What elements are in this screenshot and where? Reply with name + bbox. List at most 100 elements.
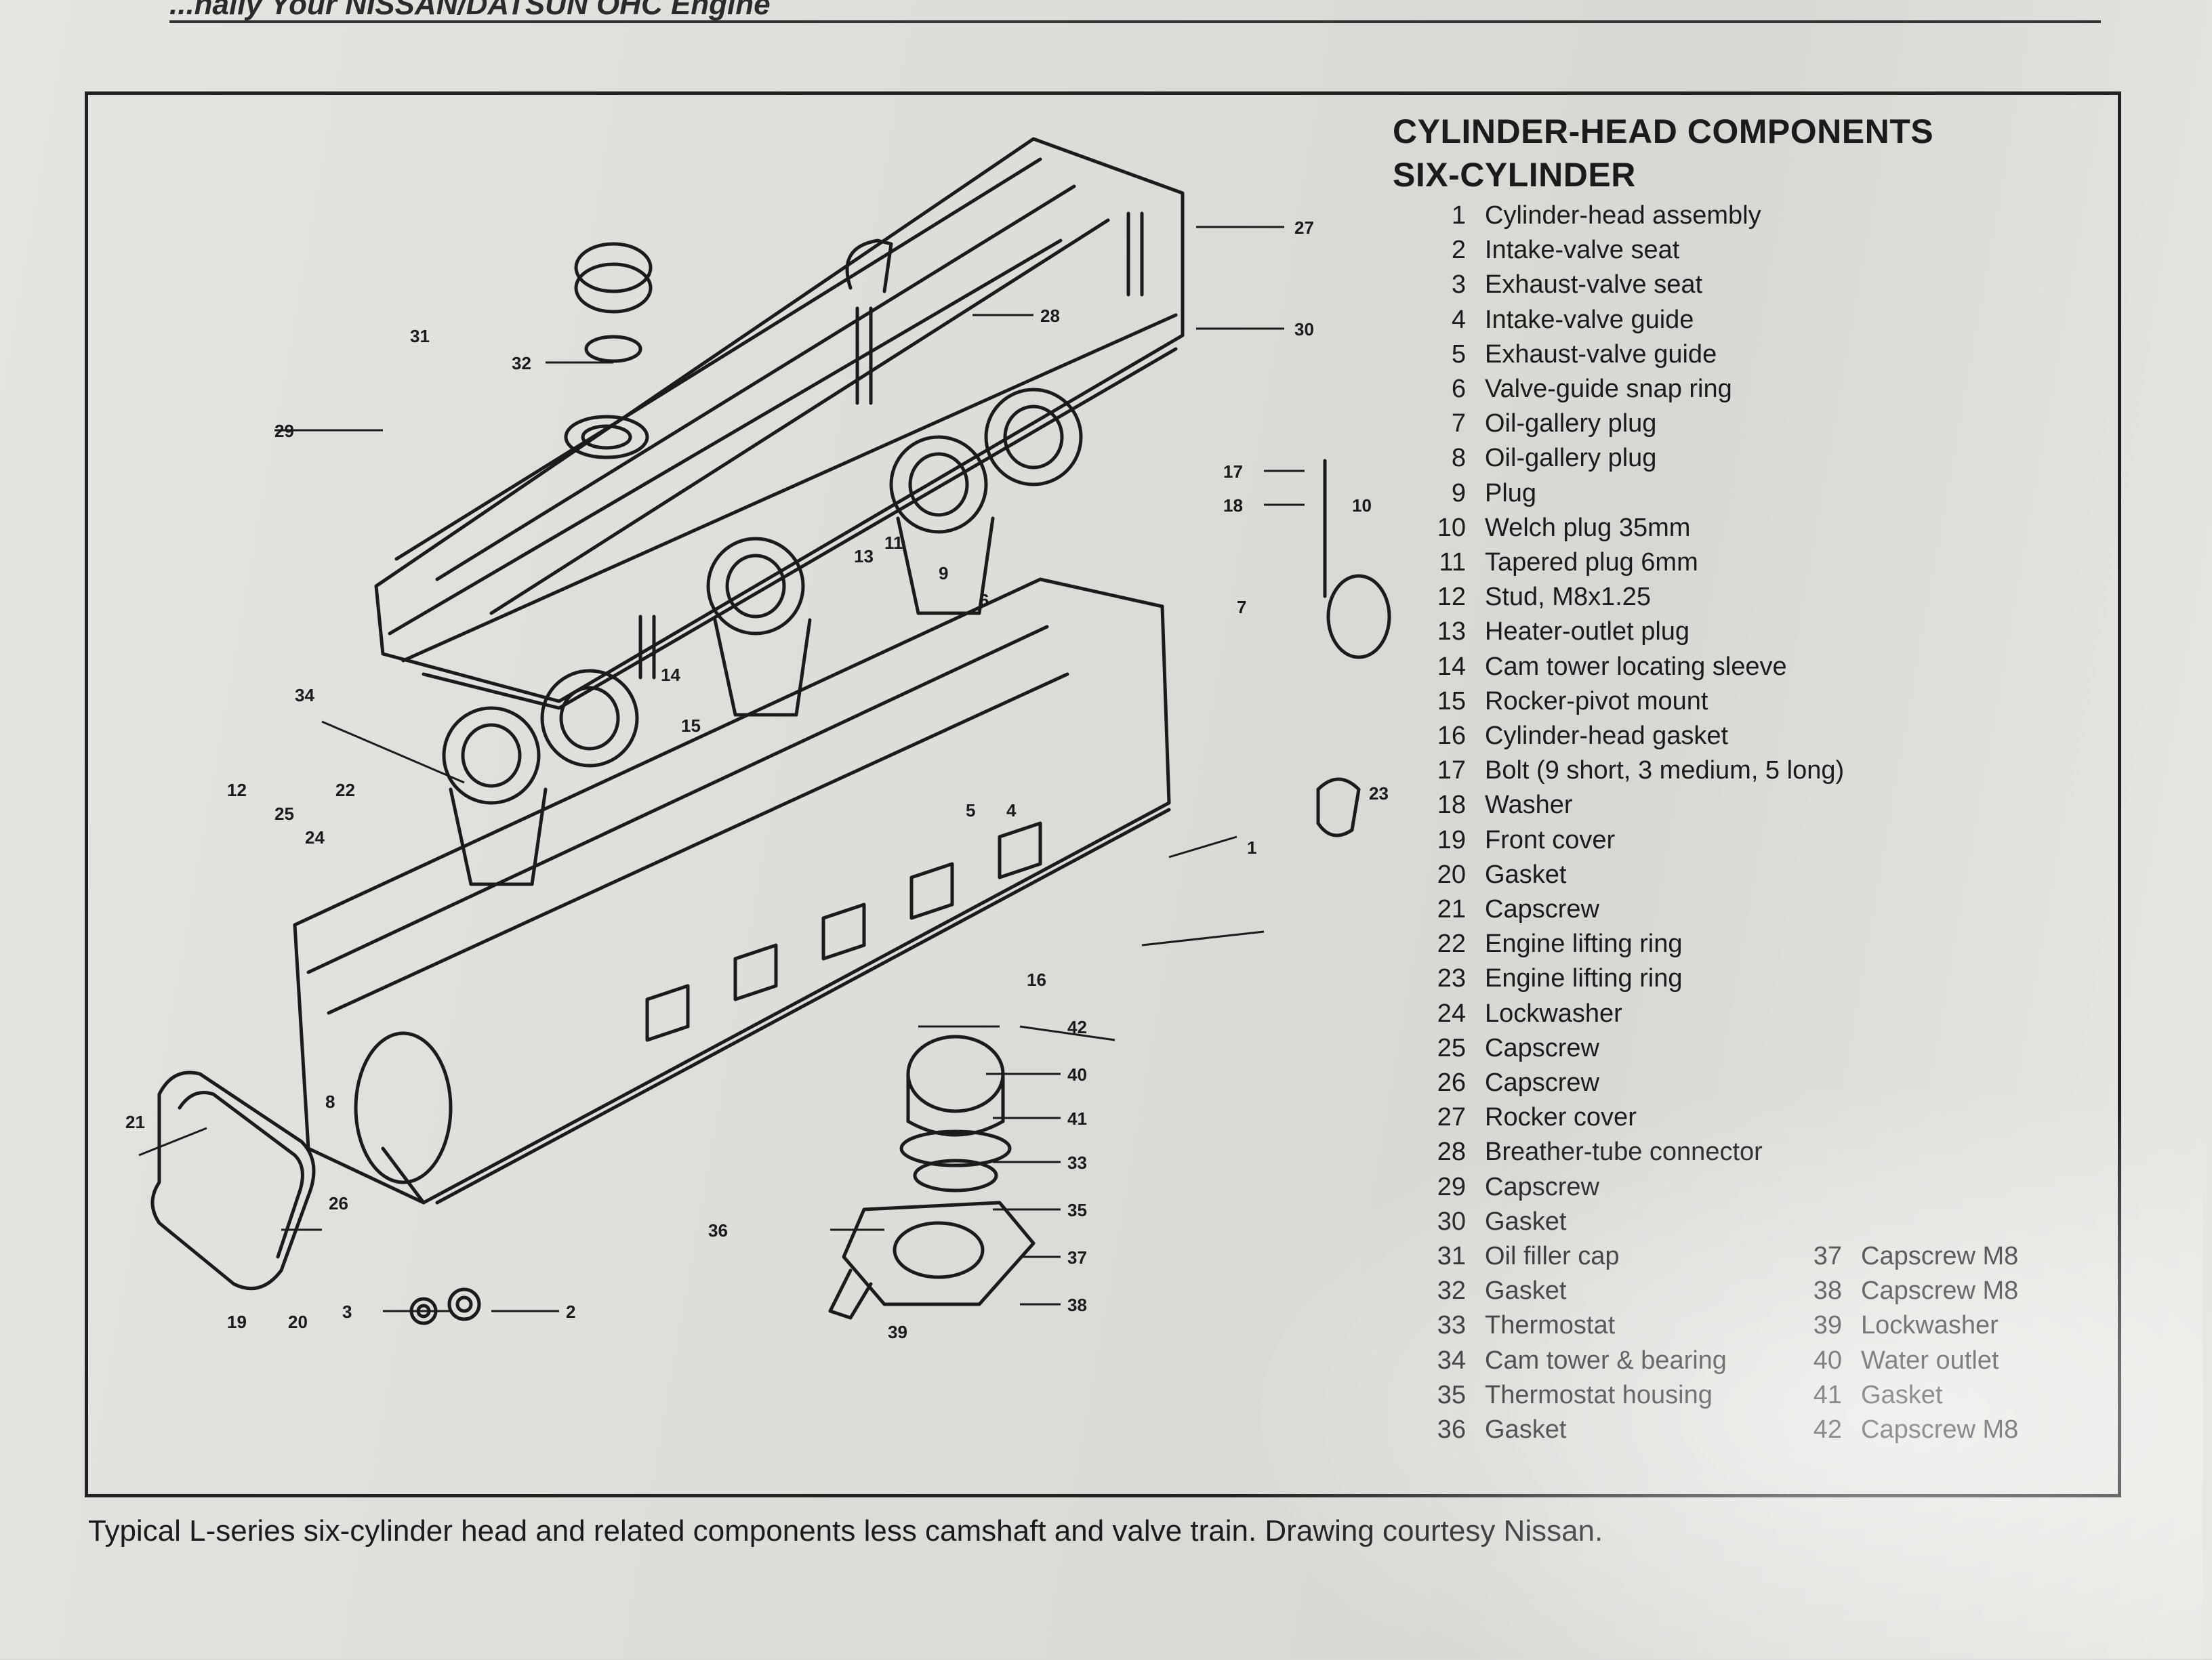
callout-label: 19 <box>227 1312 247 1332</box>
legend-number: 23 <box>1437 964 1466 993</box>
legend-label: Heater-outlet plug <box>1485 617 1690 646</box>
legend-number: 33 <box>1437 1311 1466 1340</box>
legend-item: 4 Intake-valve guide <box>1413 304 1694 335</box>
legend-label: Engine lifting ring <box>1485 964 1683 993</box>
legend-number: 37 <box>1813 1242 1842 1270</box>
legend-number: 18 <box>1437 791 1466 820</box>
front-cover-drawing <box>150 1071 316 1291</box>
callout-label: 5 <box>966 800 975 821</box>
legend-item: 1 Cylinder-head assembly <box>1413 200 1761 231</box>
legend-label: Intake-valve guide <box>1485 305 1694 334</box>
callout-label: 33 <box>1067 1153 1087 1173</box>
legend-label: Front cover <box>1485 825 1616 854</box>
figure-caption: Typical L-series six-cylinder head and r… <box>88 1514 1603 1548</box>
callout-numbers: 27 28 30 31 32 29 17 18 10 11 13 9 6 7 1… <box>125 217 1389 1342</box>
callout-label: 1 <box>1247 837 1256 858</box>
callout-label: 29 <box>274 421 294 441</box>
legend-label: Capscrew M8 <box>1861 1242 2019 1270</box>
legend-label: Welch plug 35mm <box>1485 513 1691 542</box>
legend-label: Cam tower locating sleeve <box>1485 652 1787 681</box>
callout-label: 6 <box>979 590 989 610</box>
callout-label: 18 <box>1223 495 1243 516</box>
legend-number: 20 <box>1437 860 1466 889</box>
legend-number: 31 <box>1437 1242 1466 1270</box>
oil-filler-cap-drawing <box>564 242 653 459</box>
legend-label: Stud, M8x1.25 <box>1485 583 1652 612</box>
legend-number: 12 <box>1437 583 1466 612</box>
legend-label: Oil-gallery plug <box>1485 409 1657 438</box>
rocker-cover-drawing <box>374 137 1185 710</box>
legend-label: Bolt (9 short, 3 medium, 5 long) <box>1485 756 1845 785</box>
legend-label: Valve-guide snap ring <box>1485 375 1732 403</box>
legend-item: 11 Tapered plug 6mm <box>1413 547 1698 578</box>
legend-label: Capscrew <box>1485 1033 1599 1062</box>
legend-label: Gasket <box>1861 1380 1943 1409</box>
legend-label: Cam tower & bearing <box>1485 1346 1727 1375</box>
legend-label: Cylinder-head assembly <box>1485 201 1761 230</box>
legend-number: 19 <box>1437 825 1466 854</box>
header-rule <box>169 20 2101 23</box>
callout-label: 40 <box>1067 1064 1087 1085</box>
legend-number: 24 <box>1437 999 1466 1028</box>
title-line-1: CYLINDER-HEAD COMPONENTS <box>1393 112 1934 150</box>
callout-label: 34 <box>295 685 314 705</box>
legend-number: 38 <box>1813 1277 1842 1306</box>
callout-label: 27 <box>1294 217 1314 238</box>
figure-title: CYLINDER-HEAD COMPONENTS SIX-CYLINDER <box>1393 110 1933 196</box>
callout-label: 36 <box>708 1220 728 1241</box>
legend-label: Capscrew <box>1485 1068 1599 1097</box>
callout-label: 37 <box>1067 1247 1087 1268</box>
legend-number: 11 <box>1439 548 1466 577</box>
legend-item: 13 Heater-outlet plug <box>1413 616 1689 647</box>
callout-label: 17 <box>1223 461 1243 482</box>
callout-label: 22 <box>335 780 355 800</box>
callout-label: 13 <box>854 546 874 566</box>
legend-number: 4 <box>1451 305 1466 334</box>
legend-number: 2 <box>1451 236 1466 265</box>
legend-number: 30 <box>1437 1207 1466 1236</box>
legend-label: Thermostat housing <box>1485 1380 1713 1409</box>
legend-number: 1 <box>1451 201 1466 230</box>
legend-number: 13 <box>1437 617 1466 646</box>
callout-label: 30 <box>1294 319 1314 339</box>
callout-label: 11 <box>884 533 903 553</box>
exploded-diagram: 27 28 30 31 32 29 17 18 10 11 13 9 6 7 1… <box>85 91 2121 1497</box>
legend-label: Oil-gallery plug <box>1485 444 1657 473</box>
legend-number: 39 <box>1813 1311 1842 1340</box>
callout-label: 20 <box>288 1312 308 1332</box>
engine-drawing: 27 28 30 31 32 29 17 18 10 11 13 9 6 7 1… <box>125 137 1391 1342</box>
legend-label: Capscrew <box>1485 895 1599 924</box>
figure-frame <box>85 91 2121 1497</box>
callout-label: 14 <box>661 665 680 685</box>
legend-label: Lockwasher <box>1861 1311 1999 1340</box>
legend-label: Thermostat <box>1485 1311 1616 1340</box>
legend-label: Tapered plug 6mm <box>1485 548 1698 577</box>
legend-number: 10 <box>1437 513 1466 542</box>
legend-item: 7 Oil-gallery plug <box>1413 408 1657 439</box>
legend-number: 3 <box>1451 270 1466 299</box>
legend-number: 26 <box>1437 1068 1466 1097</box>
callout-label: 35 <box>1067 1200 1087 1220</box>
legend-label: Capscrew <box>1485 1172 1599 1201</box>
legend-label: Exhaust-valve seat <box>1485 270 1703 299</box>
legend-number: 7 <box>1451 409 1466 438</box>
legend-number: 8 <box>1451 444 1466 473</box>
